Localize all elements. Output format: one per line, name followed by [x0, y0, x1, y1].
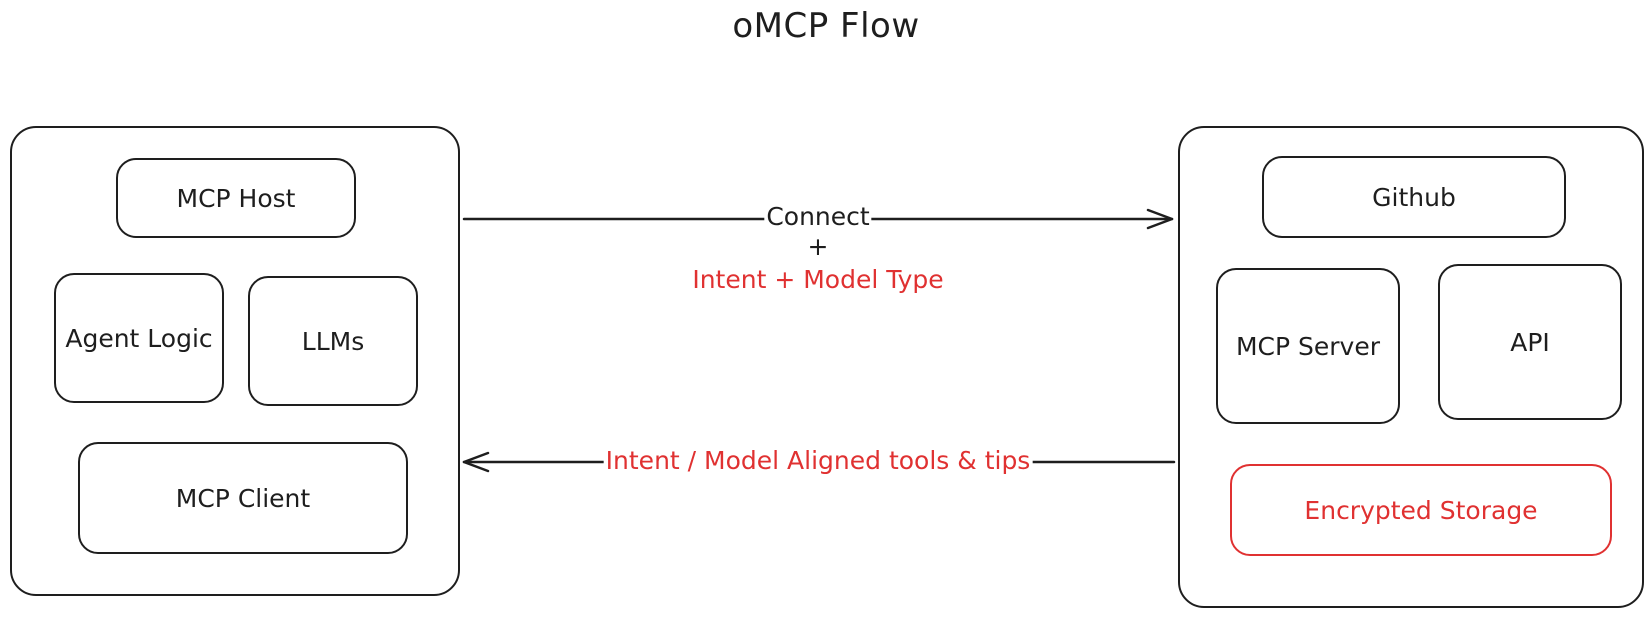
server-side-container	[1178, 126, 1644, 608]
connect-label: Connect	[764, 202, 872, 231]
response-label: Intent / Model Aligned tools & tips	[603, 446, 1033, 475]
github-label: Github	[1372, 182, 1456, 212]
encrypted-storage-label: Encrypted Storage	[1304, 495, 1538, 525]
diagram-title: oMCP Flow	[732, 6, 920, 46]
llms-box: LLMs	[248, 276, 418, 406]
github-box: Github	[1262, 156, 1566, 238]
mcp-client-label: MCP Client	[175, 483, 311, 513]
response-arrow-head	[462, 451, 490, 473]
connect-arrow-head	[1146, 208, 1174, 230]
mcp-server-label: MCP Server	[1235, 331, 1381, 361]
plus-label: +	[807, 232, 829, 261]
encrypted-storage-box: Encrypted Storage	[1230, 464, 1612, 556]
api-box: API	[1438, 264, 1622, 420]
client-side-container	[10, 126, 460, 596]
api-label: API	[1510, 327, 1550, 357]
mcp-host-box: MCP Host	[116, 158, 356, 238]
mcp-host-label: MCP Host	[176, 183, 296, 213]
intent-model-type-label: Intent + Model Type	[692, 265, 944, 294]
mcp-client-box: MCP Client	[78, 442, 408, 554]
agent-logic-label: Agent Logic	[65, 323, 213, 353]
mcp-server-box: MCP Server	[1216, 268, 1400, 424]
llms-label: LLMs	[301, 326, 365, 356]
agent-logic-box: Agent Logic	[54, 273, 224, 403]
